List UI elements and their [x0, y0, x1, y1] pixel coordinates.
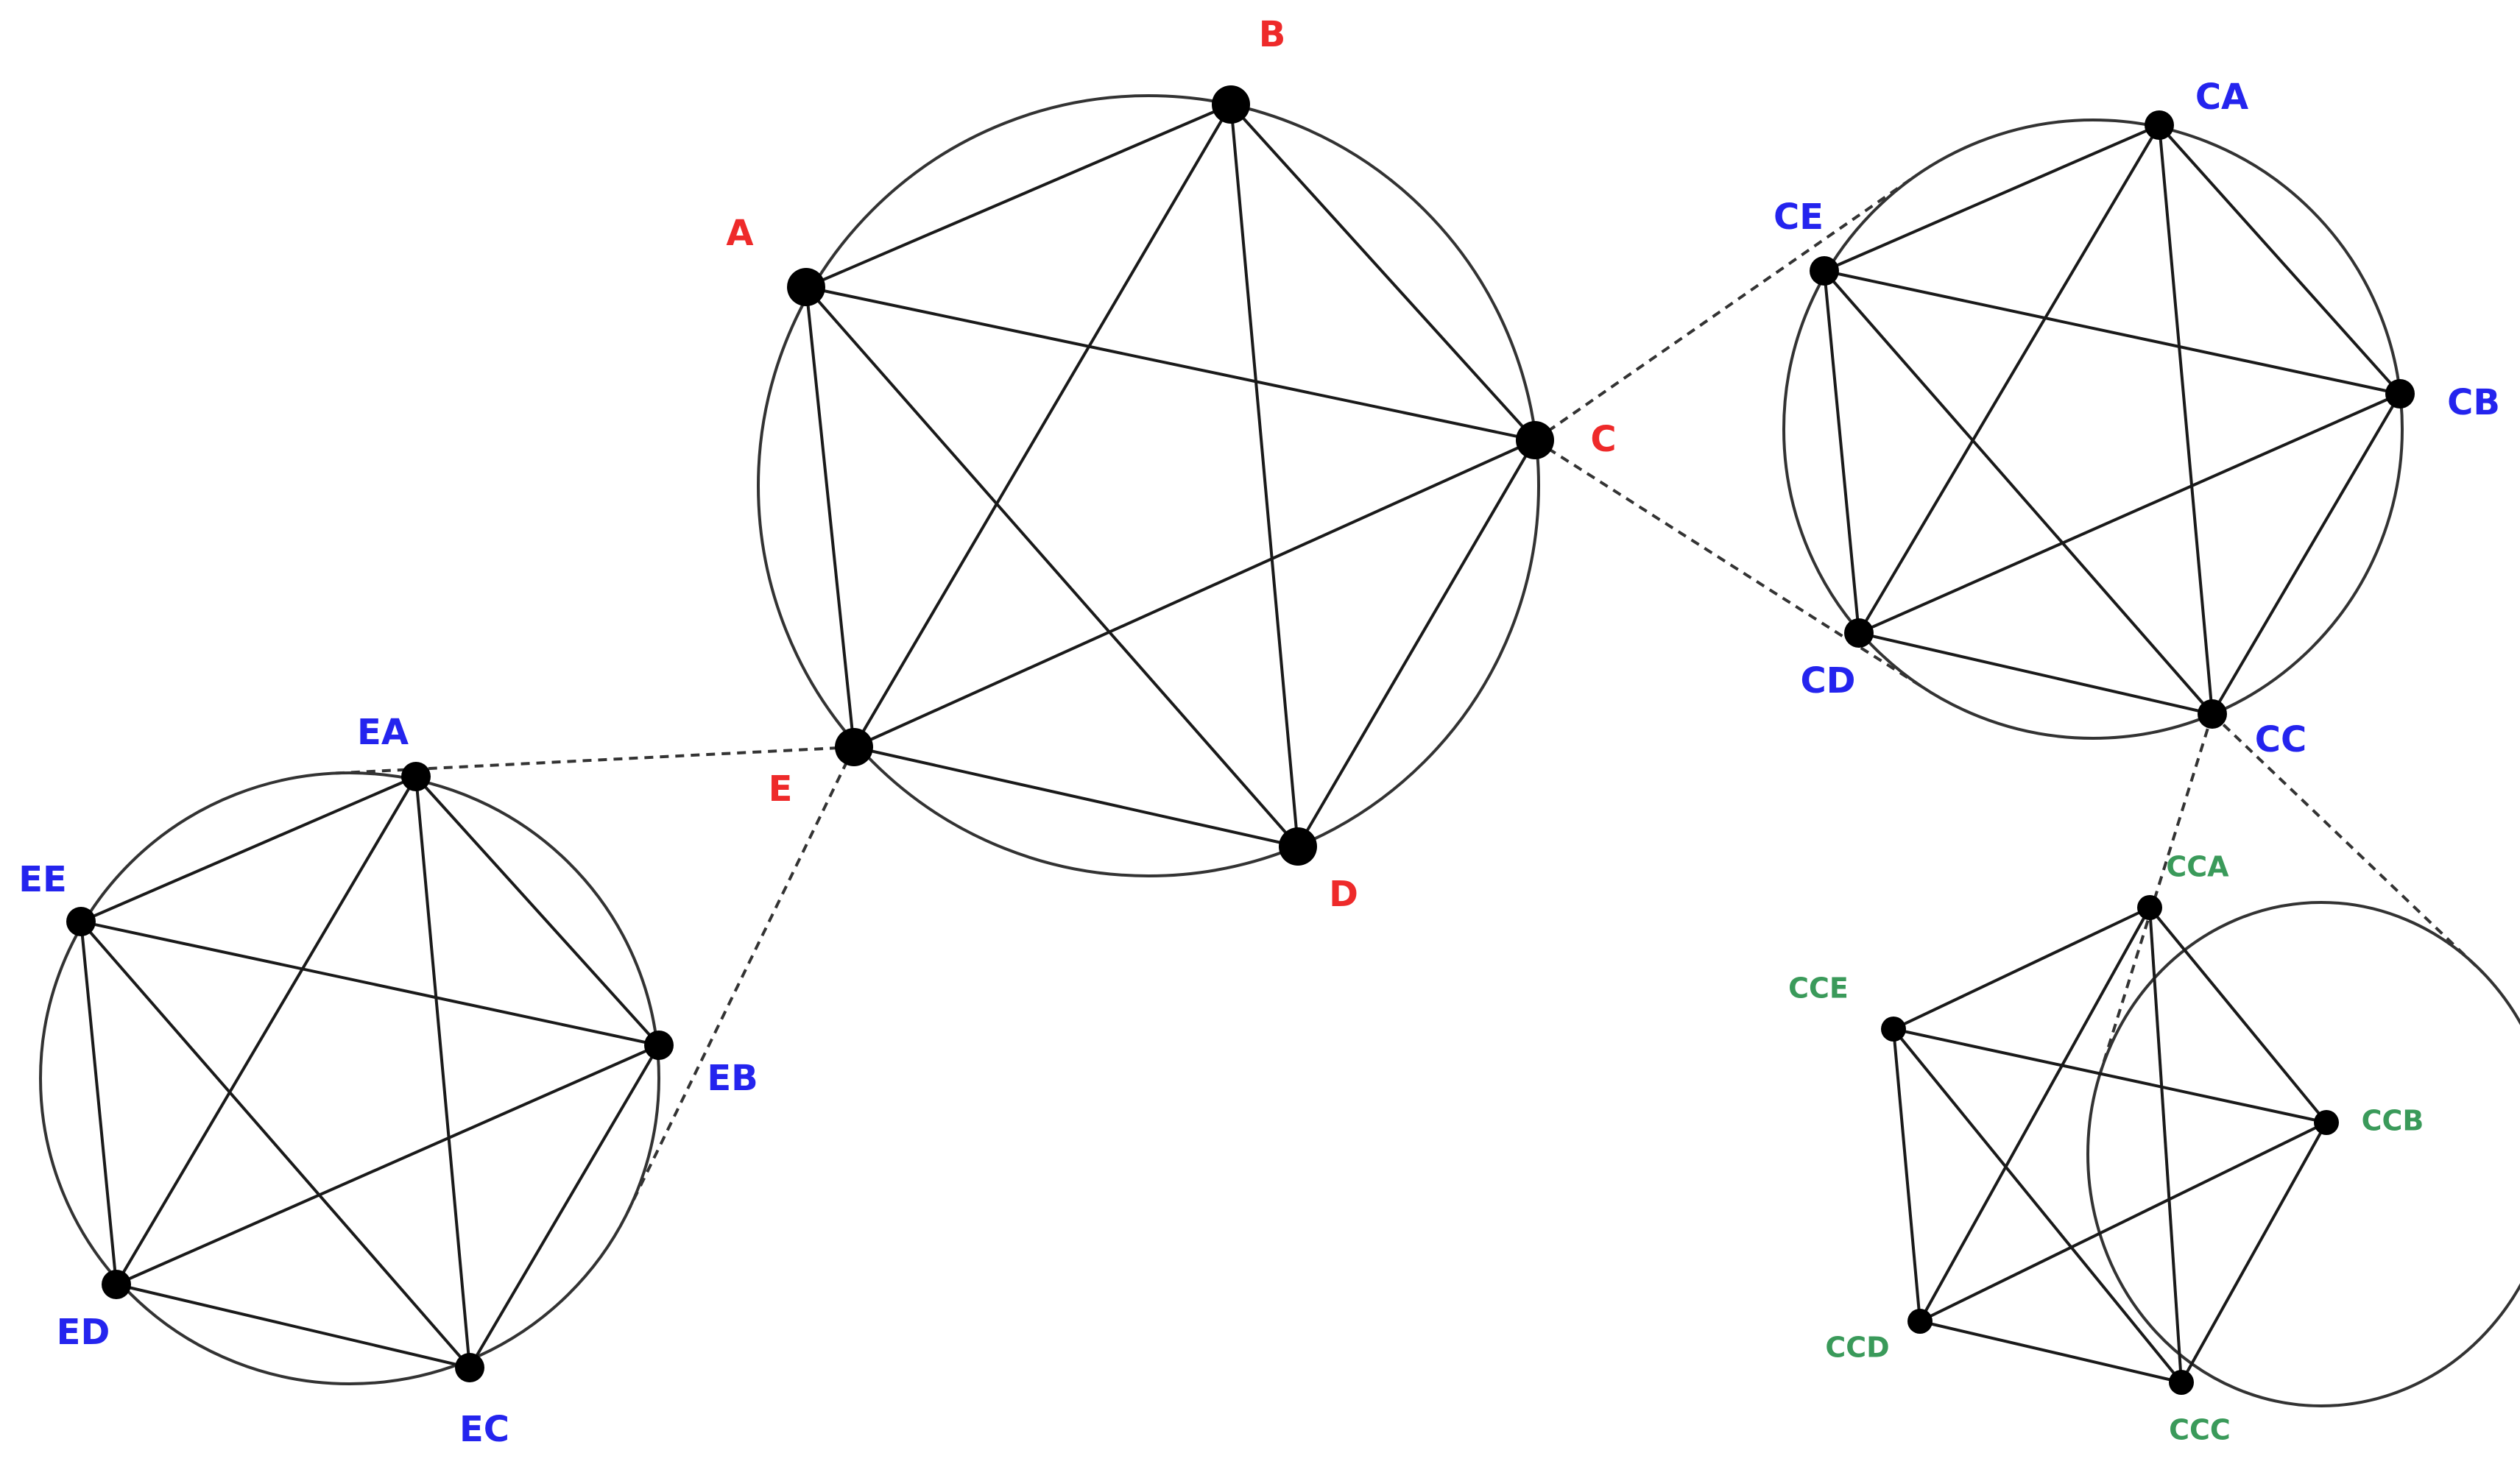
edge-CA-CC [2158, 124, 2214, 715]
node-ED [102, 1270, 131, 1299]
edge-EA-ED [115, 775, 417, 1286]
edge-CA-CB [2158, 124, 2401, 395]
edge-A-C [805, 286, 1536, 442]
label-CE: CE [1773, 197, 1824, 238]
edge-EA-EC [414, 776, 471, 1368]
edge-CCC-CCE [1892, 1028, 2183, 1384]
edge-CCA-CCB [2148, 906, 2328, 1124]
node-CCD [1907, 1309, 1933, 1334]
cluster-circle-cc [2086, 901, 2520, 1407]
label-CC: CC [2255, 719, 2307, 760]
edge-CCA-CCE [1893, 906, 2150, 1031]
edge-CCD-CCE [1892, 1028, 1921, 1322]
edge-CCA-CCD [1919, 907, 2151, 1322]
edge-CCA-CCC [2148, 907, 2183, 1383]
dashed-link-E-e-0 [626, 746, 855, 1214]
node-A [787, 268, 825, 306]
node-D [1279, 827, 1317, 866]
edge-CA-CE [1824, 124, 2160, 272]
label-CCD: CCD [1825, 1332, 1889, 1364]
label-CCA: CCA [2166, 851, 2229, 883]
node-C [1516, 421, 1554, 459]
label-EA: EA [357, 712, 409, 753]
dashed-link-CC-cc-1 [2098, 713, 2214, 1075]
label-CCE: CCE [1788, 972, 1849, 1005]
edge-EB-EC [468, 1044, 660, 1369]
edge-CC-CD [1858, 632, 2213, 715]
node-CB [2385, 379, 2415, 409]
edge-EA-EE [80, 775, 417, 923]
edge-A-D [805, 286, 1299, 848]
edge-CCB-CCE [1893, 1028, 2327, 1124]
edge-CCC-CCD [1919, 1320, 2182, 1384]
label-E: E [769, 768, 793, 810]
label-D: D [1329, 874, 1358, 915]
edge-A-E [805, 286, 855, 748]
cluster-circle-c [1782, 119, 2404, 740]
node-CCE [1881, 1017, 1906, 1042]
edge-C-D [1296, 439, 1536, 848]
edge-A-B [805, 103, 1232, 289]
edge-CB-CE [1824, 269, 2401, 395]
dashed-link-C-c-0 [1533, 174, 1918, 442]
edge-CD-CE [1823, 270, 1860, 634]
label-CD: CD [1800, 660, 1855, 701]
edge-D-E [853, 746, 1299, 848]
edge-C-E [853, 439, 1536, 749]
edge-CCB-CCD [1919, 1121, 2327, 1323]
label-EE: EE [18, 859, 67, 900]
dashed-link-C-c-1 [1533, 439, 1928, 691]
edge-CCB-CCC [2180, 1122, 2328, 1383]
label-C: C [1590, 419, 1616, 460]
label-EB: EB [707, 1058, 758, 1099]
edge-EA-EB [414, 775, 660, 1047]
node-EB [644, 1031, 674, 1060]
edge-CA-CD [1857, 124, 2161, 634]
node-CA [2145, 110, 2174, 140]
node-CCB [2314, 1110, 2339, 1135]
edge-EC-ED [116, 1283, 470, 1369]
edge-ED-EE [80, 921, 118, 1285]
cluster-circles [39, 94, 2520, 1407]
label-A: A [726, 213, 753, 254]
label-CA: CA [2195, 77, 2248, 118]
dashed-links [335, 174, 2484, 1214]
label-CB: CB [2447, 382, 2500, 423]
node-B [1212, 85, 1250, 124]
node-CE [1810, 256, 1839, 286]
edge-CB-CD [1858, 392, 2401, 634]
label-B: B [1259, 14, 1286, 55]
edge-CC-CE [1823, 269, 2214, 715]
node-CC [2198, 699, 2227, 729]
node-EC [455, 1353, 484, 1382]
edge-B-D [1229, 104, 1299, 847]
node-EA [401, 762, 431, 791]
edge-B-C [1229, 103, 1536, 442]
cluster-circle-e [39, 771, 660, 1385]
label-ED: ED [57, 1312, 110, 1353]
cluster-circle-main [757, 94, 1540, 877]
node-E [835, 728, 873, 766]
node-CD [1844, 618, 1874, 648]
edge-B-E [853, 103, 1232, 749]
label-CCC: CCC [2169, 1414, 2231, 1446]
edge-EB-ED [116, 1044, 660, 1286]
edge-EC-EE [80, 920, 471, 1369]
label-EC: EC [459, 1409, 509, 1450]
label-CCB: CCB [2362, 1105, 2424, 1137]
edge-EB-EE [80, 920, 660, 1047]
node-CCA [2137, 895, 2162, 920]
dashed-link-CC-cc-0 [2211, 713, 2484, 974]
node-CCC [2169, 1370, 2194, 1395]
graph-nodes [66, 85, 2415, 1395]
edge-CB-CC [2211, 392, 2401, 715]
graph-edges [80, 103, 2401, 1384]
node-EE [66, 907, 96, 936]
